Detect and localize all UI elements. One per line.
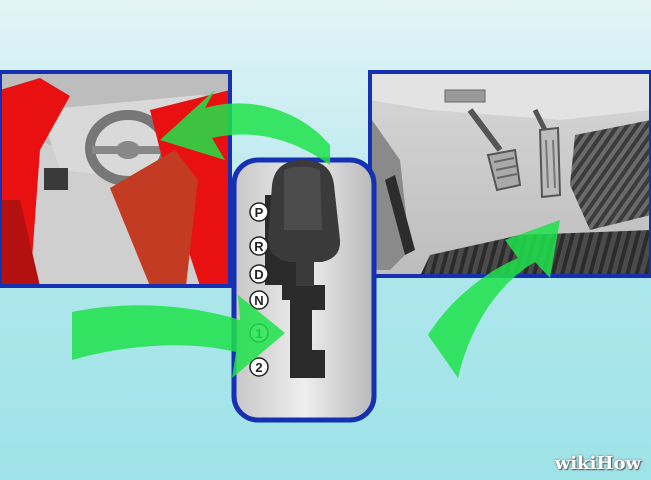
- svg-text:P: P: [255, 205, 264, 220]
- brake-pedal-icon: [467, 108, 522, 192]
- curved-arrow-icon: [72, 295, 285, 378]
- curved-arrow-icon: [428, 220, 560, 378]
- svg-text:2: 2: [255, 360, 262, 375]
- left-panel-interior: [0, 70, 232, 288]
- wikihow-watermark: wikiHow: [554, 453, 641, 474]
- gear-shifter-panel: P R D N 1 2: [231, 157, 377, 423]
- gear-label-2: 2: [249, 357, 269, 377]
- svg-text:N: N: [254, 293, 263, 308]
- gas-pedal-icon: [532, 108, 562, 199]
- shifter-knob-icon: [268, 160, 341, 286]
- seat-belt-icon: [110, 150, 198, 286]
- svg-text:R: R: [254, 239, 264, 254]
- footrest-icon: [570, 120, 651, 230]
- curved-arrow-icon: [160, 90, 330, 165]
- gear-label-p: P: [249, 202, 269, 222]
- gear-label-d: D: [249, 264, 269, 284]
- gear-label-r: R: [249, 236, 269, 256]
- air-vent-icon: [44, 168, 68, 190]
- gear-label-n: N: [249, 290, 269, 310]
- svg-text:D: D: [254, 267, 263, 282]
